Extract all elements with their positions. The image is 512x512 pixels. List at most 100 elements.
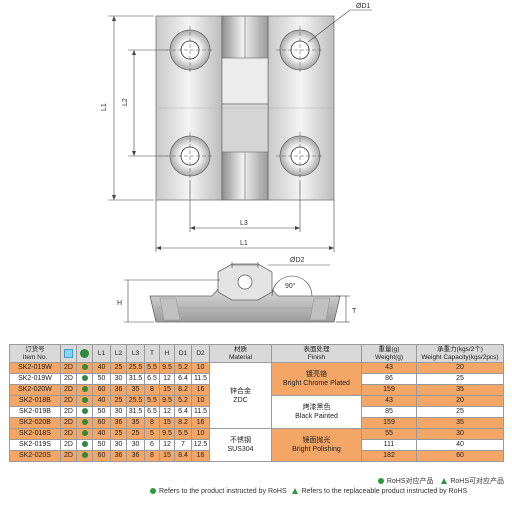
cell-capacity: 35 <box>416 417 504 429</box>
cell-item: SK2-019S <box>9 439 61 451</box>
header-t: T <box>144 344 160 363</box>
cell-l1: 60 <box>92 384 111 396</box>
cell-d1: 8.2 <box>174 384 192 396</box>
cell-cad[interactable]: 2D <box>60 450 77 462</box>
cell-l1: 60 <box>92 417 111 429</box>
cell-cad[interactable]: 2D <box>60 362 77 374</box>
header-cad <box>60 344 77 363</box>
cell-l3: 25.5 <box>126 362 145 374</box>
dim-d2-label: ØD2 <box>290 257 305 264</box>
cell-l2: 36 <box>110 417 127 429</box>
footnote-rohs-text: Refers to the product instructed by RoHS <box>159 488 287 495</box>
cell-l1: 50 <box>92 373 111 385</box>
footnote-replaceable-text: Refers to the replaceable product instru… <box>301 488 468 495</box>
cell-d2: 16 <box>191 384 210 396</box>
cell-d1: 5.5 <box>174 428 192 440</box>
hinge-side-view <box>149 263 341 323</box>
rohs-dot-icon <box>81 452 88 459</box>
footnote-symbol-row: RoHS对应产品 RoHS可对应产品 <box>150 476 510 486</box>
footnote-text-row: Refers to the product instructed by RoHS… <box>150 488 510 495</box>
header-l1: L1 <box>92 344 111 363</box>
cell-l1: 40 <box>92 428 111 440</box>
cell-rohs <box>76 428 93 440</box>
cell-capacity: 40 <box>416 439 504 451</box>
cad-icon <box>64 348 73 358</box>
rohs-dot-icon <box>150 488 156 495</box>
cell-capacity: 20 <box>416 362 504 374</box>
cell-d2: 10 <box>191 362 210 374</box>
cell-t: 6.5 <box>144 373 160 385</box>
rohs-dot-icon <box>81 419 88 426</box>
header-l2: L2 <box>110 344 127 363</box>
cell-l3: 35 <box>126 384 145 396</box>
cell-rohs <box>76 362 93 374</box>
cell-rohs <box>76 439 93 451</box>
dim-l3-label: L3 <box>240 220 248 227</box>
cell-rohs <box>76 373 93 385</box>
cell-d1: 6.4 <box>174 373 192 385</box>
cell-h: 9.5 <box>159 395 175 407</box>
cell-cad[interactable]: 2D <box>60 384 77 396</box>
cell-cad[interactable]: 2D <box>60 395 77 407</box>
cell-capacity: 60 <box>416 450 504 462</box>
cell-weight: 159 <box>361 417 417 429</box>
cell-h: 12 <box>159 406 175 418</box>
cell-rohs <box>76 406 93 418</box>
cell-l1: 50 <box>92 439 111 451</box>
cell-h: 15 <box>159 450 175 462</box>
cell-l3: 36 <box>126 450 145 462</box>
cell-weight: 85 <box>361 406 417 418</box>
rohs-dot-icon <box>81 386 88 393</box>
cell-cad[interactable]: 2D <box>60 417 77 429</box>
cell-d1: 8.2 <box>174 417 192 429</box>
side-dimension-lines <box>124 262 350 323</box>
rohs-dot-icon <box>81 397 88 404</box>
cell-t: 8 <box>144 417 160 429</box>
cell-h: 15 <box>159 384 175 396</box>
dim-h-label: H <box>117 300 122 307</box>
cell-d2: 16 <box>191 417 210 429</box>
cell-l3: 25.5 <box>126 395 145 407</box>
cell-t: 5.5 <box>144 395 160 407</box>
cell-l3: 31.5 <box>126 406 145 418</box>
cell-t: 5 <box>144 428 160 440</box>
cell-cad[interactable]: 2D <box>60 428 77 440</box>
cell-cad[interactable]: 2D <box>60 406 77 418</box>
rohs-dot-icon <box>81 430 88 437</box>
header-d2: D2 <box>191 344 210 363</box>
cell-weight: 182 <box>361 450 417 462</box>
cell-l3: 25 <box>126 428 145 440</box>
rohs-dot-icon <box>81 408 88 415</box>
header-rohs <box>76 344 93 363</box>
cell-item: SK2-020B <box>9 417 61 429</box>
cell-cad[interactable]: 2D <box>60 373 77 385</box>
cell-capacity: 35 <box>416 384 504 396</box>
cell-d2: 10 <box>191 395 210 407</box>
cell-h: 15 <box>159 417 175 429</box>
cell-capacity: 20 <box>416 395 504 407</box>
dim-l1-vertical-label: L1 <box>101 103 108 111</box>
header-d1: D1 <box>174 344 192 363</box>
cell-l3: 35 <box>126 417 145 429</box>
cell-t: 5.5 <box>144 362 160 374</box>
cell-d2: 16 <box>191 450 210 462</box>
cell-t: 6.5 <box>144 406 160 418</box>
cell-item: SK2-018B <box>9 395 61 407</box>
cell-cad[interactable]: 2D <box>60 439 77 451</box>
rohs-dot-icon <box>81 441 88 448</box>
cell-l2: 25 <box>110 362 127 374</box>
cell-d2: 10 <box>191 428 210 440</box>
cell-l2: 30 <box>110 406 127 418</box>
cell-l2: 25 <box>110 428 127 440</box>
